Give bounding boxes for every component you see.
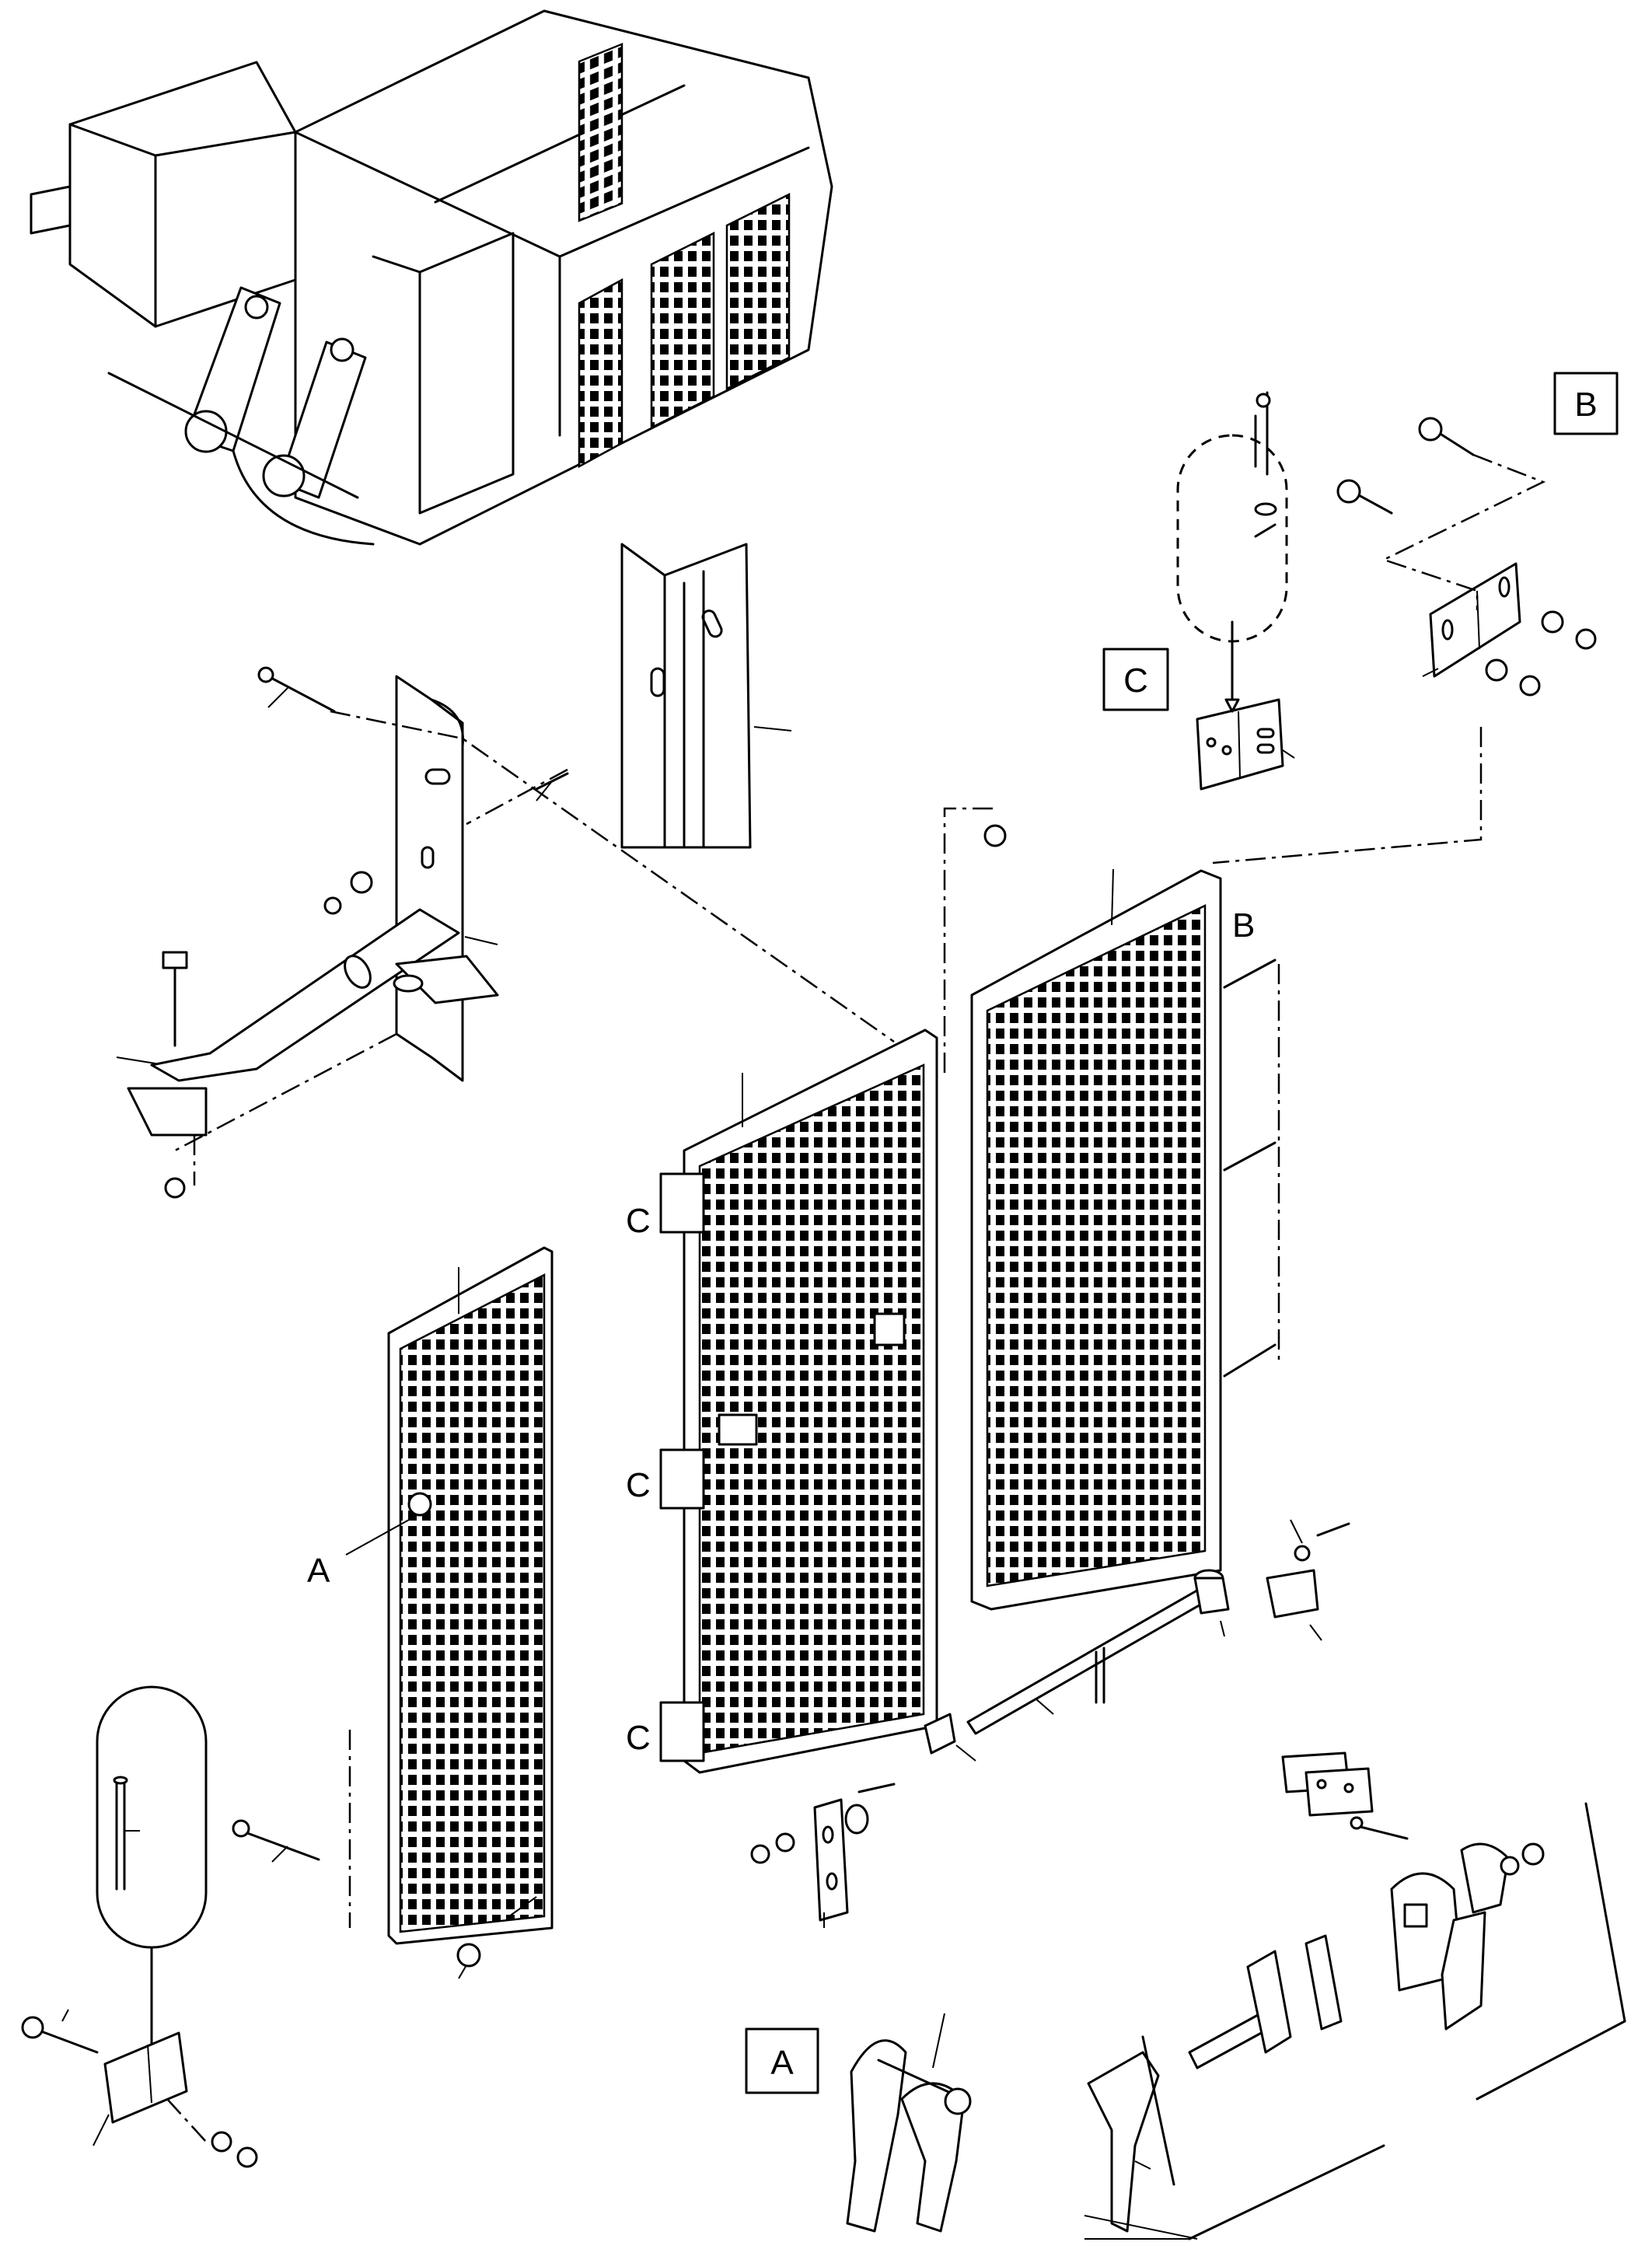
callout-a-box-label: A — [770, 2044, 794, 2082]
louver-panel-middle: C C C — [626, 1028, 938, 1774]
callout-c-box-label: C — [1123, 662, 1148, 700]
callout-box-b: B — [1553, 372, 1619, 435]
callout-b-panel: B — [1232, 906, 1255, 945]
callout-box-c: C — [1102, 648, 1169, 711]
callout-c-hinge-top: C — [626, 1202, 651, 1240]
lower-left-pin-inset — [96, 1685, 208, 2081]
callout-c-hinge-bot: C — [626, 1719, 651, 1757]
angle-post — [620, 543, 792, 849]
guide-line-1 — [330, 710, 895, 1043]
callout-b-box-label: B — [1574, 386, 1597, 424]
left-bracket-assembly — [116, 666, 569, 1199]
latch-knob — [407, 1492, 432, 1517]
hinge-detail-b — [1336, 417, 1597, 697]
guide-line-4 — [174, 1032, 397, 1152]
guide-line-5 — [943, 807, 995, 1073]
louver-panel-left: A — [232, 1246, 554, 1979]
callout-a-latch: A — [307, 1552, 330, 1590]
callout-box-a: A — [745, 2027, 819, 2094]
machine-assembly — [30, 9, 833, 546]
guide-line-6 — [1212, 727, 1483, 864]
label-plate — [873, 1312, 906, 1346]
guide-line-2 — [466, 768, 568, 826]
label-plate — [718, 1413, 758, 1446]
nut-top — [983, 824, 1007, 847]
rod-assembly — [924, 1519, 1350, 1762]
handle-detail-a — [846, 2013, 972, 2233]
lower-left-hinge — [21, 2009, 258, 2168]
hinge-detail-c — [1196, 659, 1295, 791]
louver-panel-right: B — [970, 868, 1280, 1611]
latch-assembly — [1084, 1751, 1626, 2240]
pivot-bracket — [750, 1783, 896, 1928]
callout-c-hinge-mid: C — [626, 1466, 651, 1504]
